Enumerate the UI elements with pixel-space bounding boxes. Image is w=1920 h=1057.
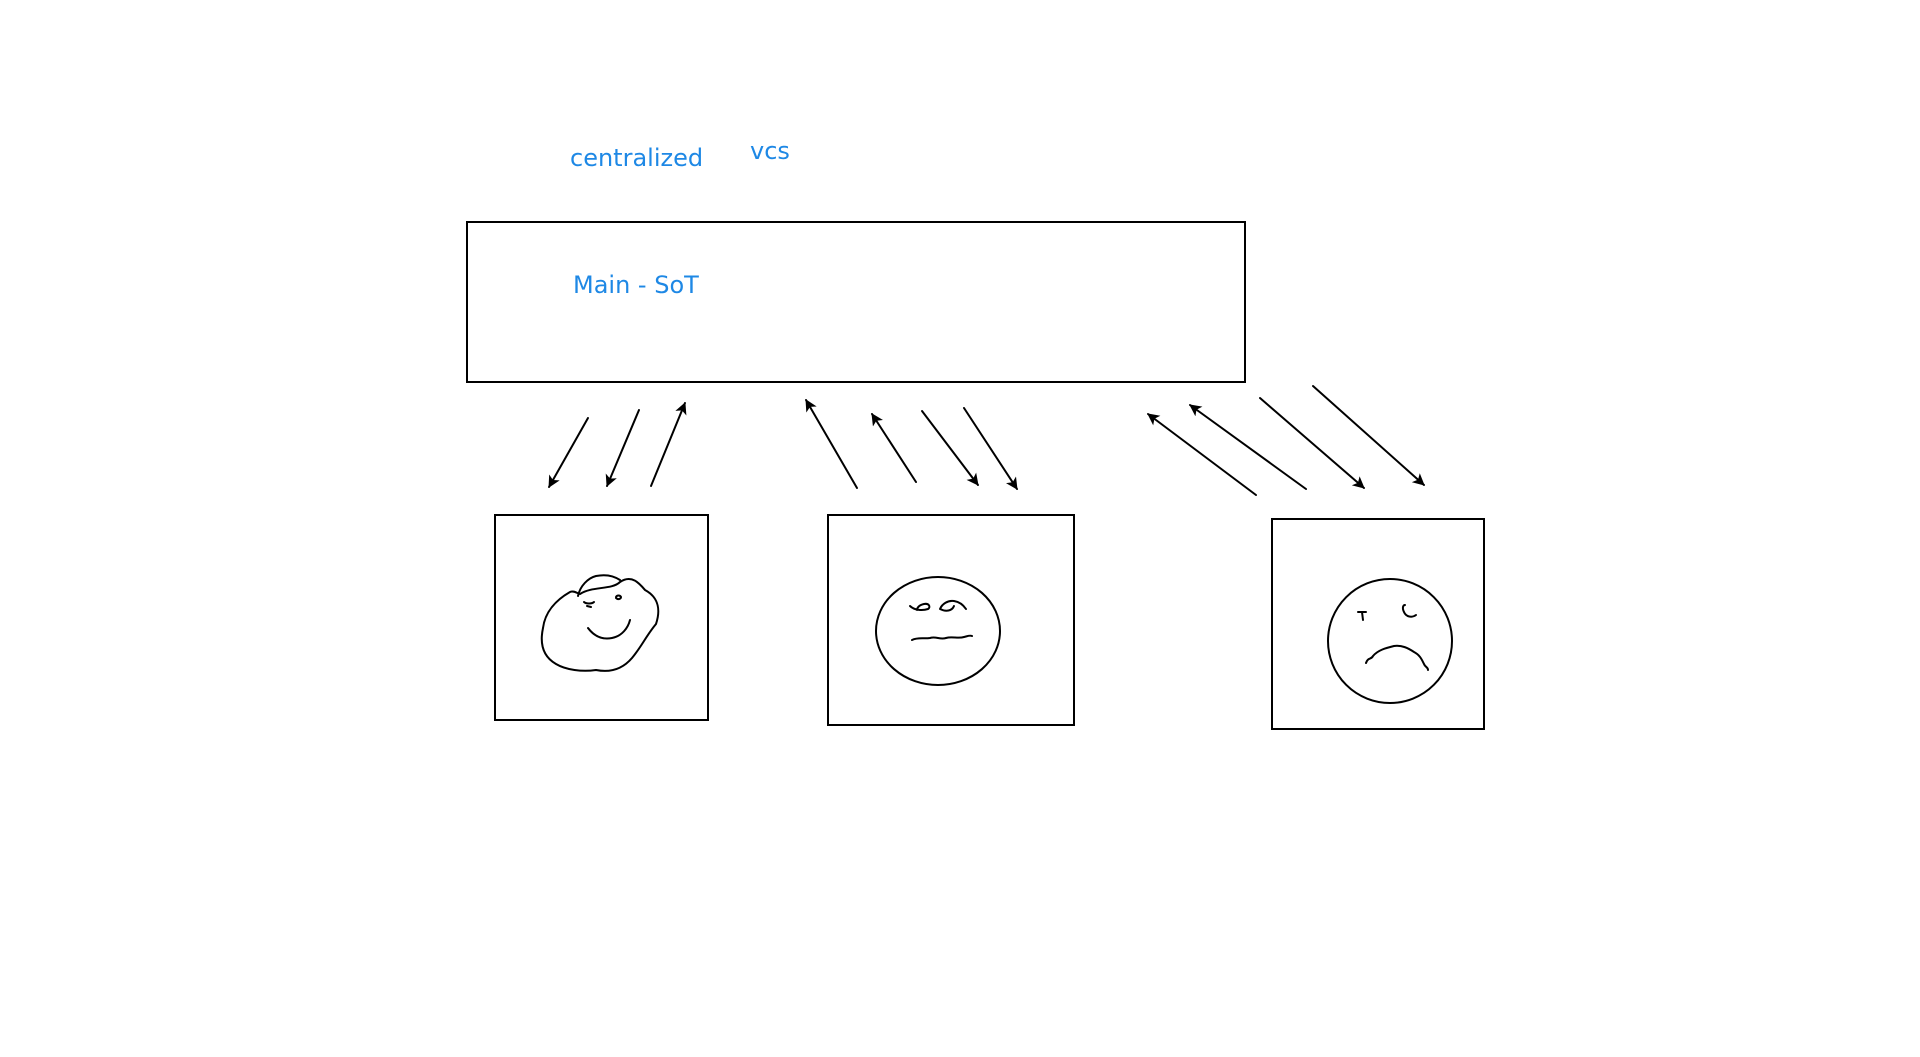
- arrow-down-1b: [605, 409, 640, 487]
- arrow-down-3d: [1312, 385, 1425, 486]
- arrows-client-3: [1147, 385, 1425, 496]
- arrow-up-3a: [1147, 413, 1257, 496]
- main-server-box: [466, 221, 1246, 383]
- title-centralized: centralized: [570, 144, 703, 172]
- arrow-down-2c: [921, 410, 979, 486]
- arrow-up-2a: [805, 399, 858, 489]
- arrow-up-2b: [871, 413, 917, 483]
- sad-face-icon: [1327, 578, 1453, 704]
- arrows-client-2: [805, 399, 1018, 490]
- happy-face-icon: [540, 574, 660, 672]
- title-vcs: vcs: [750, 137, 790, 165]
- main-box-label: Main - SoT: [573, 271, 699, 299]
- client-box-3: [1271, 518, 1485, 730]
- client-box-2: [827, 514, 1075, 726]
- arrow-down-1a: [548, 417, 589, 488]
- arrows-client-1: [548, 402, 687, 488]
- arrow-up-3b: [1189, 404, 1307, 490]
- client-box-1: [494, 514, 709, 721]
- arrow-down-2d: [963, 407, 1018, 490]
- arrow-up-1c: [650, 402, 687, 487]
- arrow-down-3c: [1259, 397, 1365, 489]
- neutral-face-icon: [875, 576, 1001, 686]
